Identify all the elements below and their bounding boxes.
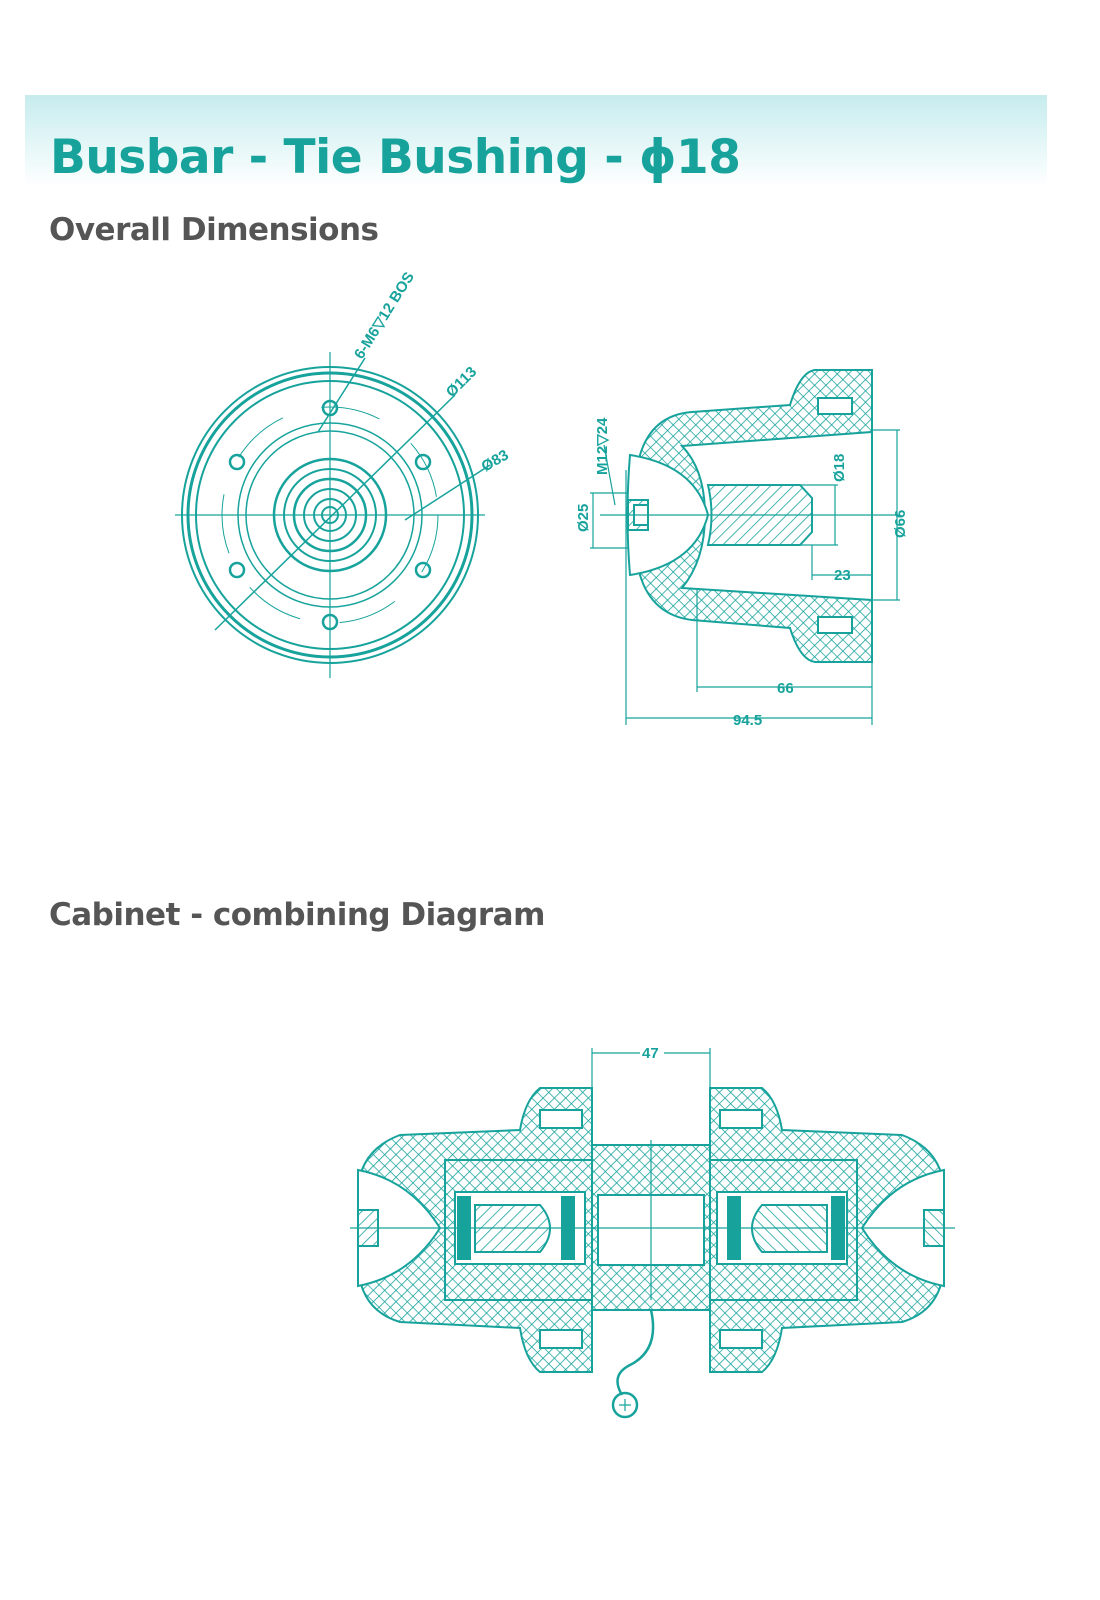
outer-diameter-label: Ø113 (443, 363, 480, 400)
cabinet-combining-drawing (350, 1048, 955, 1419)
conductor-diameter-label: Ø18 (831, 454, 848, 482)
pin-diameter-label: Ø25 (575, 504, 592, 532)
header-band (25, 95, 1047, 187)
section-heading-cabinet-diagram: Cabinet - combining Diagram (49, 897, 545, 933)
body-diameter-label: Ø66 (892, 510, 909, 538)
length-23-label: 23 (834, 567, 851, 584)
thread-callout-label: 6-M6▽12 BOS (351, 269, 418, 362)
bolt-circle-diameter-label: Ø83 (479, 447, 512, 476)
front-view-drawing (175, 352, 491, 678)
gap-dimension-label: 47 (642, 1045, 659, 1062)
section-heading-overall-dimensions: Overall Dimensions (49, 212, 379, 248)
thread-depth-label: M12▽24 (594, 417, 611, 475)
page-title: Busbar - Tie Bushing - ϕ18 (50, 130, 741, 185)
length-66-label: 66 (777, 680, 794, 697)
total-length-label: 94.5 (733, 712, 762, 729)
side-view-drawing (590, 369, 900, 725)
